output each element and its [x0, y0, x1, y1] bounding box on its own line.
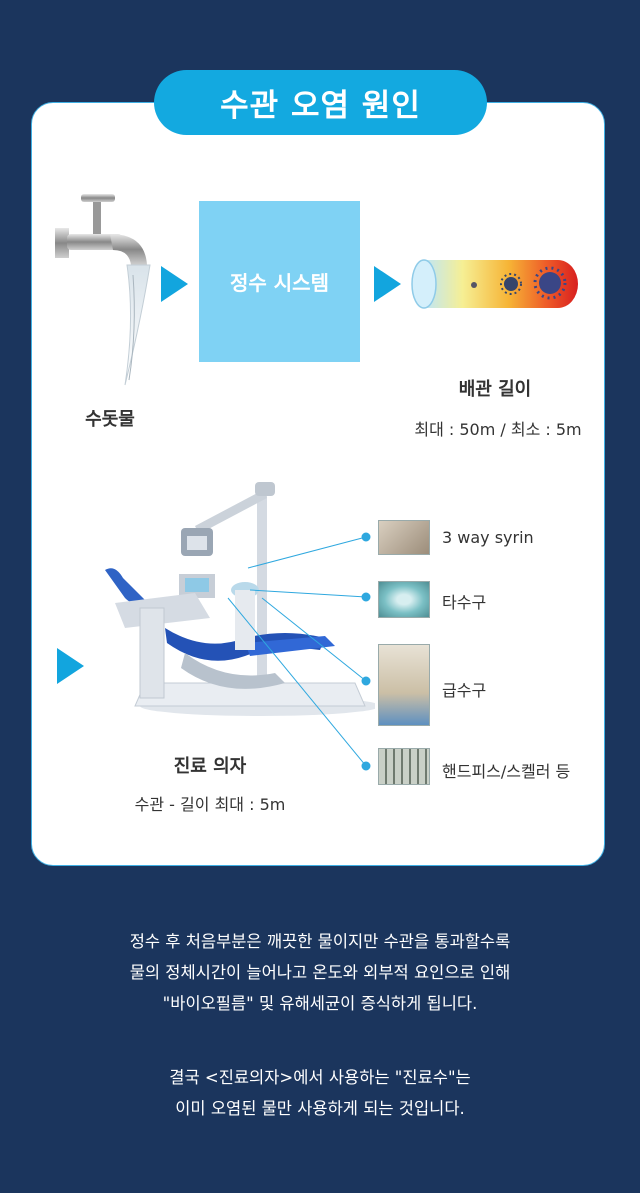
pipe-illustration [411, 259, 578, 309]
spittoon-thumbnail [378, 581, 430, 618]
chair-label: 진료 의자 [173, 756, 247, 777]
water-inlet-thumbnail [378, 644, 430, 726]
syringe-thumbnail [378, 520, 430, 555]
part-label-spittoon: 타수구 [442, 593, 487, 612]
pipe-spec: 최대 : 50m / 최소 : 5m [414, 420, 582, 439]
description-paragraph-2: 결국 <진료의자>에서 사용하는 "진료수"는 이미 오염된 물만 사용하게 되… [0, 1062, 640, 1124]
description-line: "바이오필름" 및 유해세균이 증식하게 됩니다. [162, 994, 478, 1013]
arrow-right-icon [57, 648, 84, 684]
dental-chair-illustration [105, 482, 375, 716]
faucet-illustration [55, 194, 151, 386]
chair-spec: 수관 - 길이 최대 : 5m [134, 795, 286, 814]
description-paragraph-1: 정수 후 처음부분은 깨끗한 물이지만 수관을 통과할수록 물의 정체시간이 늘… [0, 926, 640, 1019]
part-label-handpiece: 핸드피스/스켈러 등 [442, 762, 571, 781]
page-title: 수관 오염 원인 [154, 70, 487, 135]
handpiece-thumbnail [378, 748, 430, 785]
description-line: 결국 <진료의자>에서 사용하는 "진료수"는 [169, 1068, 471, 1087]
pipe-label: 배관 길이 [458, 379, 532, 400]
arrow-right-icon [161, 266, 188, 302]
faucet-label: 수돗물 [85, 409, 135, 430]
arrow-right-icon [374, 266, 401, 302]
part-label-syringe: 3 way syrin [442, 528, 534, 547]
description-line: 물의 정체시간이 늘어나고 온도와 외부적 요인으로 인해 [129, 963, 511, 982]
description-line: 정수 후 처음부분은 깨끗한 물이지만 수관을 통과할수록 [129, 932, 511, 951]
part-label-water-inlet: 급수구 [442, 681, 487, 700]
description-line: 이미 오염된 물만 사용하게 되는 것입니다. [175, 1099, 465, 1118]
water-system-box: 정수 시스템 [199, 201, 360, 362]
